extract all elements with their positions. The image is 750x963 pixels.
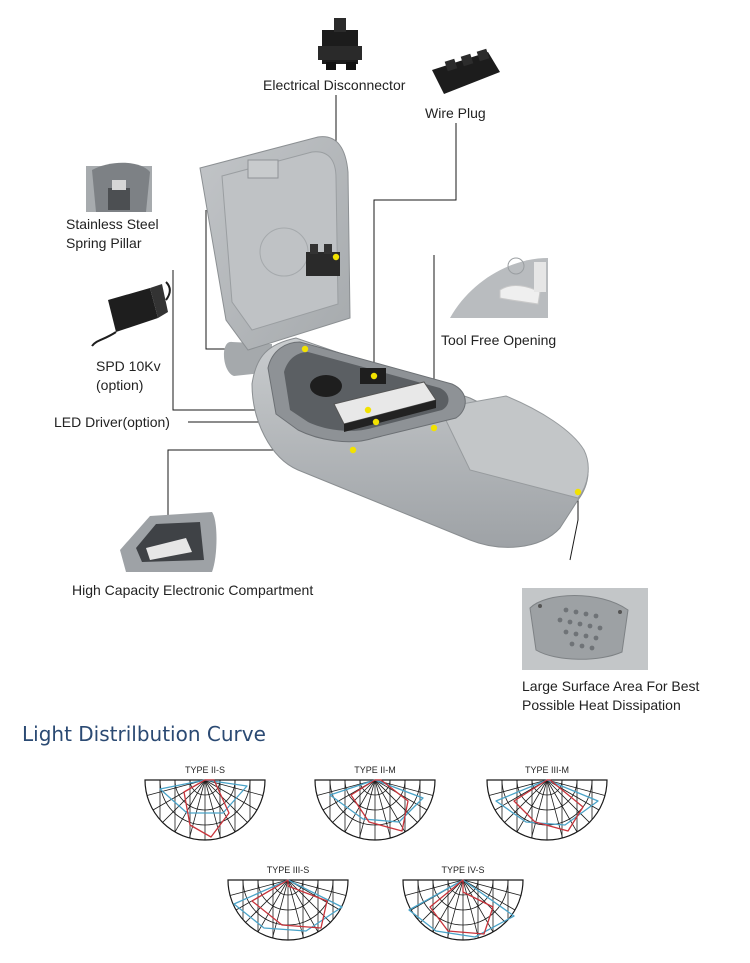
wire-plug-thumbnail	[432, 48, 500, 94]
label-spring-pillar-1: Stainless Steel	[66, 216, 159, 232]
label-spd-1: SPD 10Kv	[96, 358, 161, 374]
blue-distribution-curve	[233, 879, 343, 932]
red-distribution-curve	[429, 879, 494, 935]
label-led-driver: LED Driver(option)	[54, 414, 170, 430]
polar-diagram	[144, 779, 266, 841]
red-distribution-curve	[350, 779, 409, 832]
disconnector-thumbnail	[318, 18, 362, 70]
label-tool-free: Tool Free Opening	[441, 332, 557, 348]
distribution-type-label: TYPE II-S	[184, 765, 225, 775]
heat-sink-thumbnail	[522, 588, 648, 670]
distribution-title: Light Distrilbution Curve	[22, 722, 266, 746]
label-spring-pillar-2: Spring Pillar	[66, 235, 142, 251]
red-distribution-curve	[513, 779, 584, 832]
distribution-type-label: TYPE III-M	[524, 765, 569, 775]
label-heat-1: Large Surface Area For Best	[522, 678, 700, 694]
label-heat-2: Possible Heat Dissipation	[522, 697, 681, 713]
streetlight-illustration	[86, 18, 648, 670]
blue-distribution-curve	[329, 779, 424, 823]
label-compartment: High Capacity Electronic Compartment	[72, 582, 314, 598]
label-electrical-disconnector: Electrical Disconnector	[263, 77, 406, 93]
blue-distribution-curve	[159, 779, 248, 814]
spd-thumbnail	[91, 281, 171, 347]
label-wire-plug: Wire Plug	[425, 105, 486, 121]
polar-diagram	[486, 779, 608, 841]
label-spd-2: (option)	[96, 377, 144, 393]
spring-pillar-thumbnail	[86, 162, 152, 212]
distribution-type-label: TYPE III-S	[266, 865, 310, 875]
tool-free-thumbnail	[450, 257, 548, 318]
red-distribution-curve	[183, 779, 230, 838]
polar-diagram	[402, 879, 524, 941]
distribution-type-label: TYPE II-M	[354, 765, 396, 775]
blue-distribution-curve	[495, 779, 599, 826]
distribution-type-label: TYPE IV-S	[441, 865, 485, 875]
polar-diagram	[314, 779, 436, 841]
polar-diagram	[227, 879, 349, 941]
blue-distribution-curve	[408, 879, 515, 938]
compartment-thumbnail	[120, 512, 217, 572]
red-distribution-curve	[251, 879, 328, 929]
